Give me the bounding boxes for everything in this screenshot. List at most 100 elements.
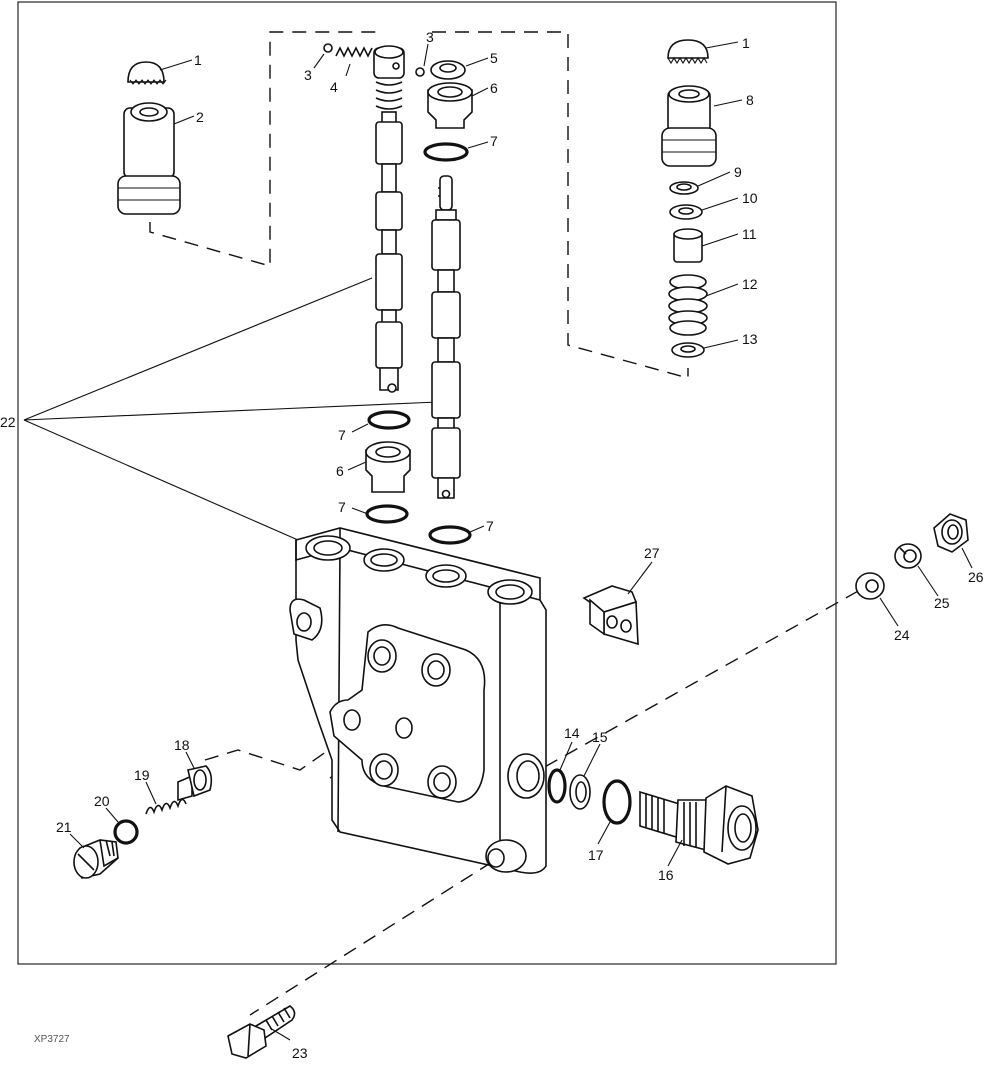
callout-7a: 7	[490, 133, 498, 149]
callout-7c: 7	[338, 499, 346, 515]
leader-11	[701, 233, 739, 247]
callout-8: 8	[746, 92, 754, 108]
washer-5	[430, 60, 466, 80]
washer-13	[671, 342, 705, 358]
leader-1b	[705, 41, 739, 49]
leader-13	[703, 339, 739, 349]
callout-27: 27	[644, 545, 660, 561]
leader-27	[627, 561, 653, 595]
leader-7b	[351, 423, 369, 433]
callout-6b: 6	[336, 463, 344, 479]
callout-14: 14	[564, 725, 580, 741]
callout-15: 15	[592, 729, 608, 745]
washer-24	[855, 572, 885, 600]
callout-26: 26	[968, 569, 984, 585]
o-ring-7-b	[365, 504, 409, 524]
callout-3b: 3	[426, 29, 434, 45]
o-ring-14	[547, 768, 567, 804]
leader-1a	[159, 59, 193, 71]
callout-7b: 7	[338, 427, 346, 443]
callout-21: 21	[56, 819, 72, 835]
callout-18: 18	[174, 737, 190, 753]
callout-9: 9	[734, 164, 742, 180]
callout-11: 11	[742, 226, 757, 242]
callout-16: 16	[658, 867, 674, 883]
leader-15	[583, 743, 601, 777]
callout-2: 2	[196, 109, 204, 125]
spool-housing-right	[661, 85, 717, 167]
o-ring-17	[602, 779, 632, 825]
callout-25: 25	[934, 595, 950, 611]
leader-8	[713, 99, 743, 107]
leader-7c	[351, 507, 369, 515]
plunger-18	[177, 765, 213, 802]
leader-16	[667, 839, 683, 867]
callout-24: 24	[894, 627, 910, 643]
callout-1a: 1	[194, 52, 202, 68]
callout-5: 5	[490, 50, 498, 66]
relief-valve-16	[639, 785, 759, 865]
leader-21	[69, 833, 85, 849]
leader-4	[345, 63, 351, 77]
callout-4: 4	[330, 79, 338, 95]
leader-6a	[471, 87, 489, 97]
detent-ball-left	[323, 43, 333, 53]
seal-6-lower	[365, 441, 411, 493]
plug-21	[73, 839, 119, 879]
leader-25	[917, 565, 939, 597]
callout-12: 12	[742, 276, 758, 292]
callout-23: 23	[292, 1045, 308, 1061]
snap-ring-9	[669, 181, 699, 195]
spring-12	[668, 274, 708, 336]
o-ring-20	[113, 819, 139, 845]
bracket-27	[582, 585, 639, 646]
leader-7d	[469, 525, 485, 533]
leader-6b	[347, 461, 367, 471]
callout-7d: 7	[486, 518, 494, 534]
detent-spring	[335, 46, 373, 58]
leader-2	[173, 115, 195, 125]
dust-cap-right	[667, 39, 709, 65]
leader-23	[269, 1027, 291, 1041]
guide-line-relief-valve	[524, 589, 861, 779]
leader-24	[879, 597, 899, 627]
nut-26	[933, 513, 969, 553]
callout-13: 13	[742, 331, 758, 347]
spacer-11	[673, 228, 703, 263]
callout-20: 20	[94, 793, 110, 809]
callout-22: 22	[0, 414, 16, 430]
bolt-23	[227, 1005, 296, 1059]
callout-17: 17	[588, 847, 604, 863]
guide-line-plug-23	[249, 861, 493, 1016]
leader-22-housing	[23, 419, 299, 541]
dust-cap-left	[127, 61, 167, 85]
leader-14	[559, 741, 573, 771]
leader-19	[145, 781, 157, 805]
o-ring-7-c	[428, 525, 472, 545]
leader-3b	[423, 43, 429, 67]
leader-7a	[467, 141, 489, 149]
leader-9	[697, 171, 731, 187]
callout-6a: 6	[490, 80, 498, 96]
valve-body	[289, 527, 547, 874]
seal-6-upper	[427, 82, 473, 129]
callout-10: 10	[742, 190, 758, 206]
leader-20	[105, 807, 119, 823]
callout-19: 19	[134, 767, 150, 783]
source-code: XP3727	[34, 1034, 70, 1045]
spool-left	[373, 45, 405, 393]
diagram-frame	[17, 1, 837, 965]
callout-1b: 1	[742, 35, 750, 51]
callout-3a: 3	[304, 67, 312, 83]
guide-line-right-cap	[432, 31, 689, 379]
spool-housing-left	[117, 102, 181, 215]
lock-washer-25	[894, 543, 922, 569]
leader-3a	[313, 53, 325, 69]
backup-ring-15	[569, 774, 591, 810]
o-ring-7-upper	[423, 142, 469, 162]
leader-18	[185, 751, 195, 769]
o-ring-7-a	[367, 410, 411, 430]
leader-12	[705, 283, 739, 297]
guide-line-left-cap	[149, 31, 380, 267]
